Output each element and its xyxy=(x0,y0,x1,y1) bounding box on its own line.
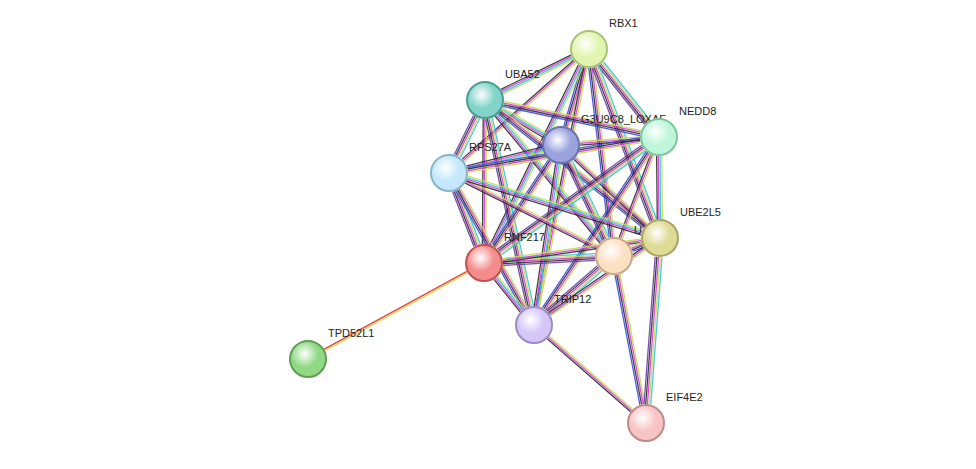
interaction-edge xyxy=(494,276,524,312)
protein-label: UBA52 xyxy=(505,68,540,81)
evidence-line xyxy=(646,257,657,404)
evidence-line xyxy=(548,338,631,411)
evidence-line xyxy=(547,339,630,412)
evidence-line xyxy=(324,271,467,349)
interaction-edge xyxy=(324,271,467,350)
evidence-line xyxy=(459,189,525,308)
protein-label: TRIP12 xyxy=(554,293,591,306)
interaction-edge xyxy=(546,266,602,315)
evidence-line xyxy=(458,190,524,309)
evidence-line xyxy=(325,273,468,351)
evidence-line xyxy=(466,181,641,235)
evidence-line xyxy=(618,275,643,405)
protein-label: RPS27A xyxy=(469,141,511,154)
interaction-edge xyxy=(615,274,645,405)
evidence-line xyxy=(548,268,599,312)
protein-node: UBA52 xyxy=(466,81,504,119)
evidence-line xyxy=(456,191,522,310)
protein-label: RBX1 xyxy=(609,17,638,30)
evidence-line xyxy=(495,278,521,310)
evidence-line xyxy=(468,176,643,230)
protein-label: RNF217 xyxy=(504,231,545,244)
interaction-edge xyxy=(466,176,642,235)
evidence-line xyxy=(644,257,655,404)
protein-node: U xyxy=(595,237,633,275)
evidence-line xyxy=(538,68,586,307)
interaction-edge xyxy=(542,151,650,310)
interaction-edge xyxy=(657,156,663,219)
evidence-line xyxy=(467,178,642,232)
protein-label: NEDD8 xyxy=(679,105,716,118)
evidence-line xyxy=(494,279,520,311)
evidence-line xyxy=(615,275,640,405)
evidence-line xyxy=(467,180,598,246)
protein-node: TPD52L1 xyxy=(289,340,327,378)
evidence-line xyxy=(617,275,642,405)
evidence-line xyxy=(658,156,660,219)
protein-label: TPD52L1 xyxy=(328,327,374,340)
evidence-line xyxy=(656,156,658,219)
protein-node: NEDD8 xyxy=(640,118,678,156)
evidence-line xyxy=(549,336,632,409)
protein-node: G3U9C8_LOXAF xyxy=(542,126,580,164)
evidence-line xyxy=(503,60,573,94)
evidence-line xyxy=(460,188,526,307)
protein-node: RBX1 xyxy=(570,30,608,68)
evidence-line xyxy=(498,276,524,308)
protein-node: RNF217 xyxy=(465,244,503,282)
protein-label: UBE2L5 xyxy=(680,206,721,219)
interaction-edge xyxy=(547,336,633,412)
evidence-line xyxy=(620,274,645,404)
evidence-line xyxy=(497,277,523,309)
protein-node: UBE2L5 xyxy=(641,219,679,257)
protein-node: EIF4E2 xyxy=(627,404,665,442)
interaction-edge xyxy=(644,257,662,405)
interaction-edge xyxy=(497,145,645,254)
protein-node: RPS27A xyxy=(430,154,468,192)
evidence-line xyxy=(503,260,595,265)
evidence-line xyxy=(467,179,642,233)
evidence-line xyxy=(547,267,598,311)
evidence-line xyxy=(659,156,661,219)
protein-label: EIF4E2 xyxy=(666,391,703,404)
interaction-edge xyxy=(492,160,553,249)
evidence-line xyxy=(661,156,663,219)
interaction-edge xyxy=(456,188,527,309)
protein-node: TRIP12 xyxy=(515,306,553,344)
